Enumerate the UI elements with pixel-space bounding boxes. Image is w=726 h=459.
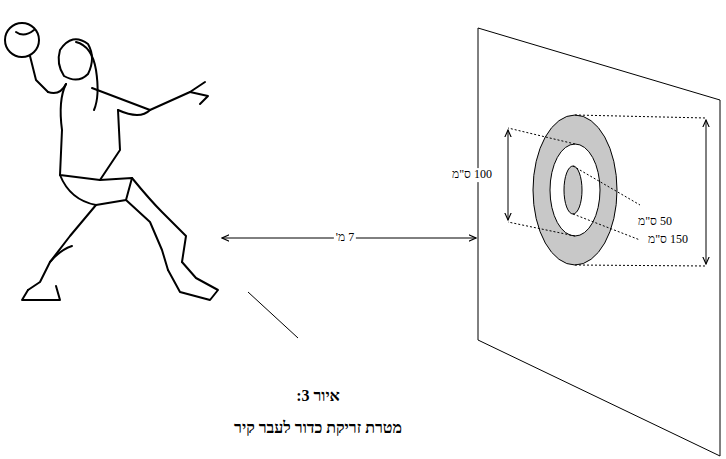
dimension-label: 150 ס"מ <box>646 233 690 247</box>
dimension-label: 7 מ' <box>334 231 356 245</box>
figure-caption: איור 3: <box>294 387 342 405</box>
dimension-arrow <box>706 120 707 264</box>
dimension-label: 50 ס"מ <box>636 215 674 229</box>
extension-lines <box>508 115 706 266</box>
player-figure <box>5 23 218 300</box>
wall <box>478 28 720 456</box>
caption-title: מטרת זריקת כדור לעבר קיר <box>232 419 404 437</box>
dimension-label: 100 ס"מ <box>450 168 494 182</box>
floor-line <box>248 292 298 338</box>
target <box>533 115 617 265</box>
dimension-arrow <box>508 130 509 220</box>
